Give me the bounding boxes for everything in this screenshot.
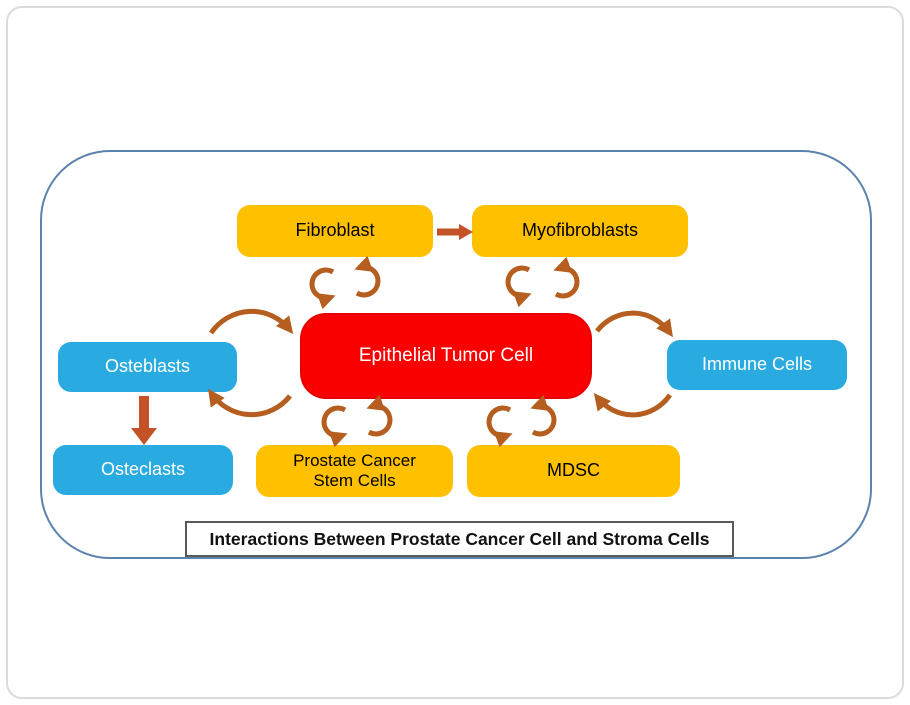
node-osteclasts: Osteclasts (53, 445, 233, 495)
node-fibroblast-label: Fibroblast (295, 220, 375, 241)
diagram-caption: Interactions Between Prostate Cancer Cel… (185, 521, 734, 557)
node-prostate-cancer-stem-cells-label-line2: Stem Cells (313, 471, 396, 490)
node-myofibroblasts: Myofibroblasts (472, 205, 688, 257)
diagram-caption-text: Interactions Between Prostate Cancer Cel… (209, 528, 710, 549)
node-immune-cells: Immune Cells (667, 340, 847, 390)
node-mdsc: MDSC (467, 445, 680, 497)
node-epithelial-tumor-cell-label: Epithelial Tumor Cell (358, 344, 534, 366)
node-osteblasts: Osteblasts (58, 342, 237, 392)
node-mdsc-label: MDSC (547, 460, 600, 481)
node-immune-cells-label: Immune Cells (701, 354, 813, 375)
node-prostate-cancer-stem-cells-label-line1: Prostate Cancer (293, 450, 416, 470)
node-epithelial-tumor-cell: Epithelial Tumor Cell (300, 313, 592, 399)
node-osteblasts-label: Osteblasts (104, 356, 191, 377)
node-prostate-cancer-stem-cells: Prostate Cancer Stem Cells (256, 445, 453, 497)
node-fibroblast: Fibroblast (237, 205, 433, 257)
node-myofibroblasts-label: Myofibroblasts (521, 220, 639, 241)
node-osteclasts-label: Osteclasts (100, 459, 186, 480)
page-border (6, 6, 904, 699)
